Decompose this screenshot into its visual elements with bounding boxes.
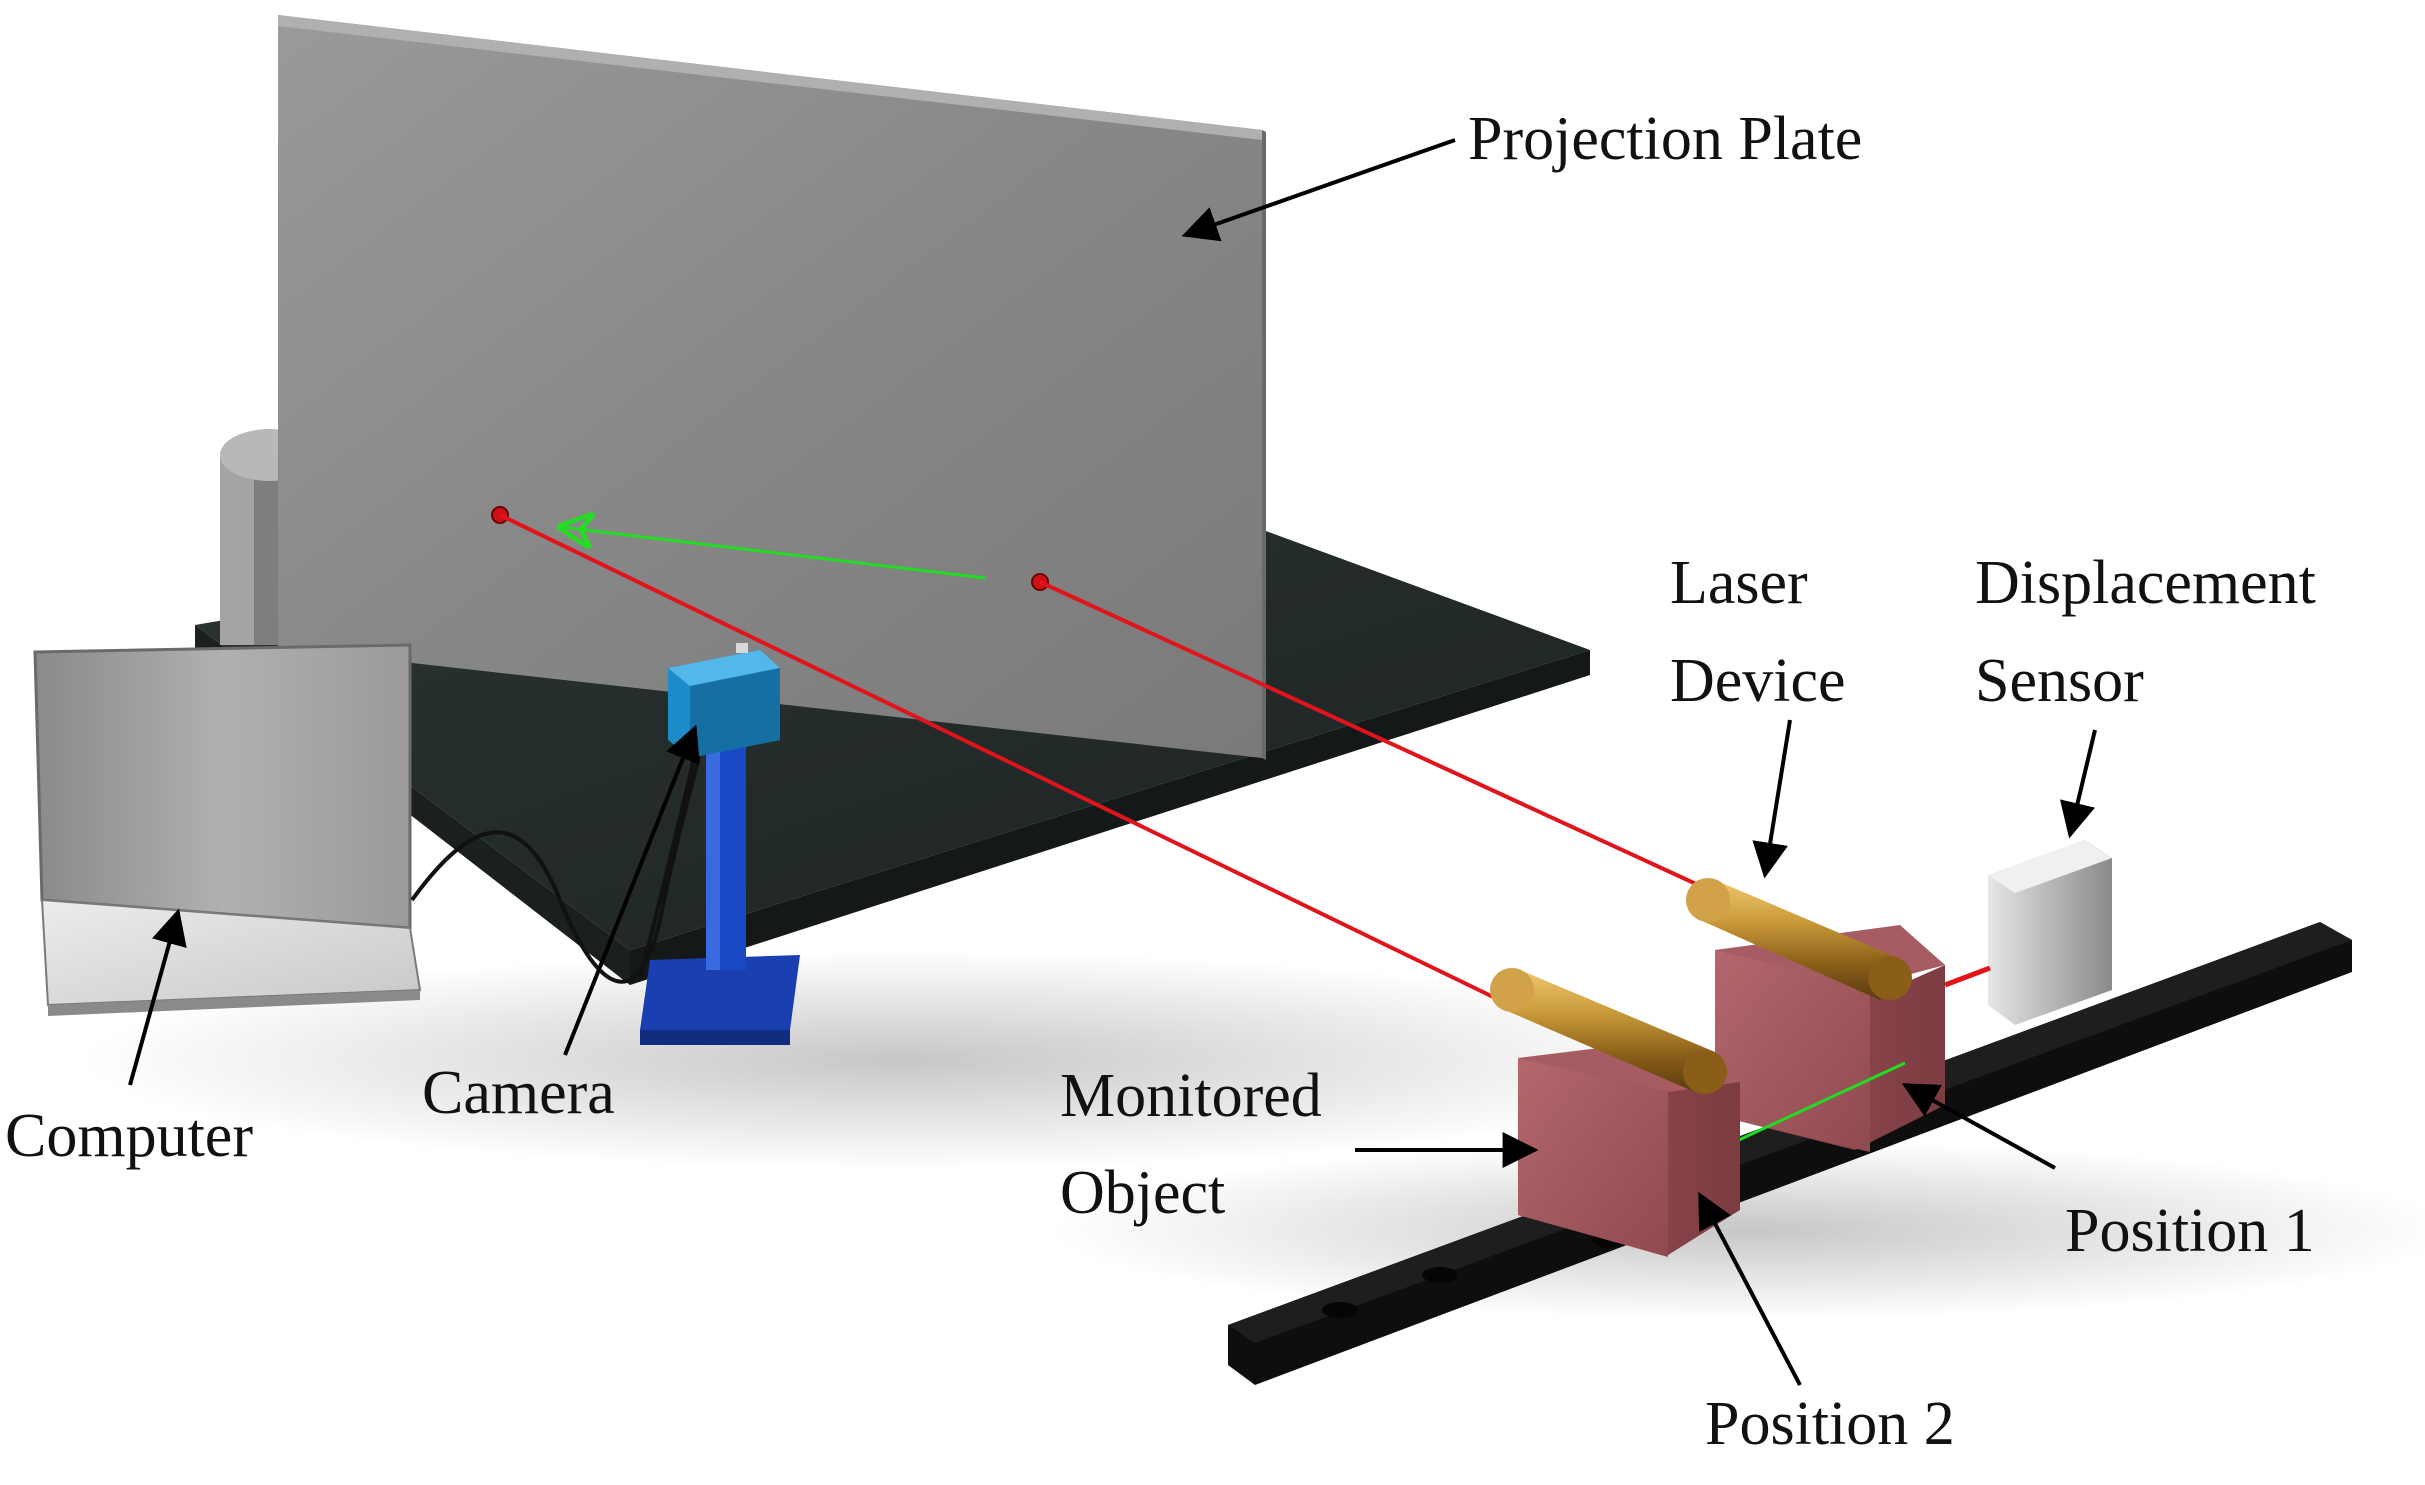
laptop-icon xyxy=(33,643,422,1016)
laser-device-leader xyxy=(1752,719,1792,879)
displacement-sensor-label-line2: Sensor xyxy=(1975,647,2144,715)
projection-plate-label: Projection Plate xyxy=(1468,105,1863,173)
plate-displacement-arrow xyxy=(560,527,986,580)
camera-cable xyxy=(410,729,707,984)
camera-stand xyxy=(640,720,800,1045)
camera-label: Camera xyxy=(422,1059,615,1127)
displacement-sensor-leader xyxy=(2059,729,2097,839)
position-1-label: Position 1 xyxy=(2065,1197,2315,1265)
position-1-leader xyxy=(1901,1083,2056,1170)
position-2-label: Position 2 xyxy=(1705,1390,1955,1458)
laser-cylinder-icon xyxy=(1686,878,1912,1000)
position-2-leader xyxy=(1698,1191,1802,1386)
projection-plate-leader xyxy=(1181,138,1456,242)
camera-leader xyxy=(563,724,700,1056)
laser-cylinder-position-2 xyxy=(1490,968,1727,1094)
camera-icon xyxy=(668,643,780,758)
projection-plate xyxy=(278,15,1266,760)
computer-label: Computer xyxy=(5,1102,253,1170)
laser-beam-position-2 xyxy=(499,513,1521,1012)
monitored-object-label-line2: Object xyxy=(1060,1159,1226,1227)
computer-leader xyxy=(128,908,187,1086)
displacement-sensor-label-line1: Displacement xyxy=(1975,549,2316,617)
displacement-sensor-icon xyxy=(1944,840,2112,1025)
laser-device-label-line1: Laser xyxy=(1670,549,1808,617)
laser-beam-position-1 xyxy=(1039,580,1721,897)
floor-shadow xyxy=(80,950,1720,1170)
laser-device-label-line2: Device xyxy=(1670,647,1846,715)
monitored-object-label-line1: Monitored xyxy=(1060,1062,1322,1130)
